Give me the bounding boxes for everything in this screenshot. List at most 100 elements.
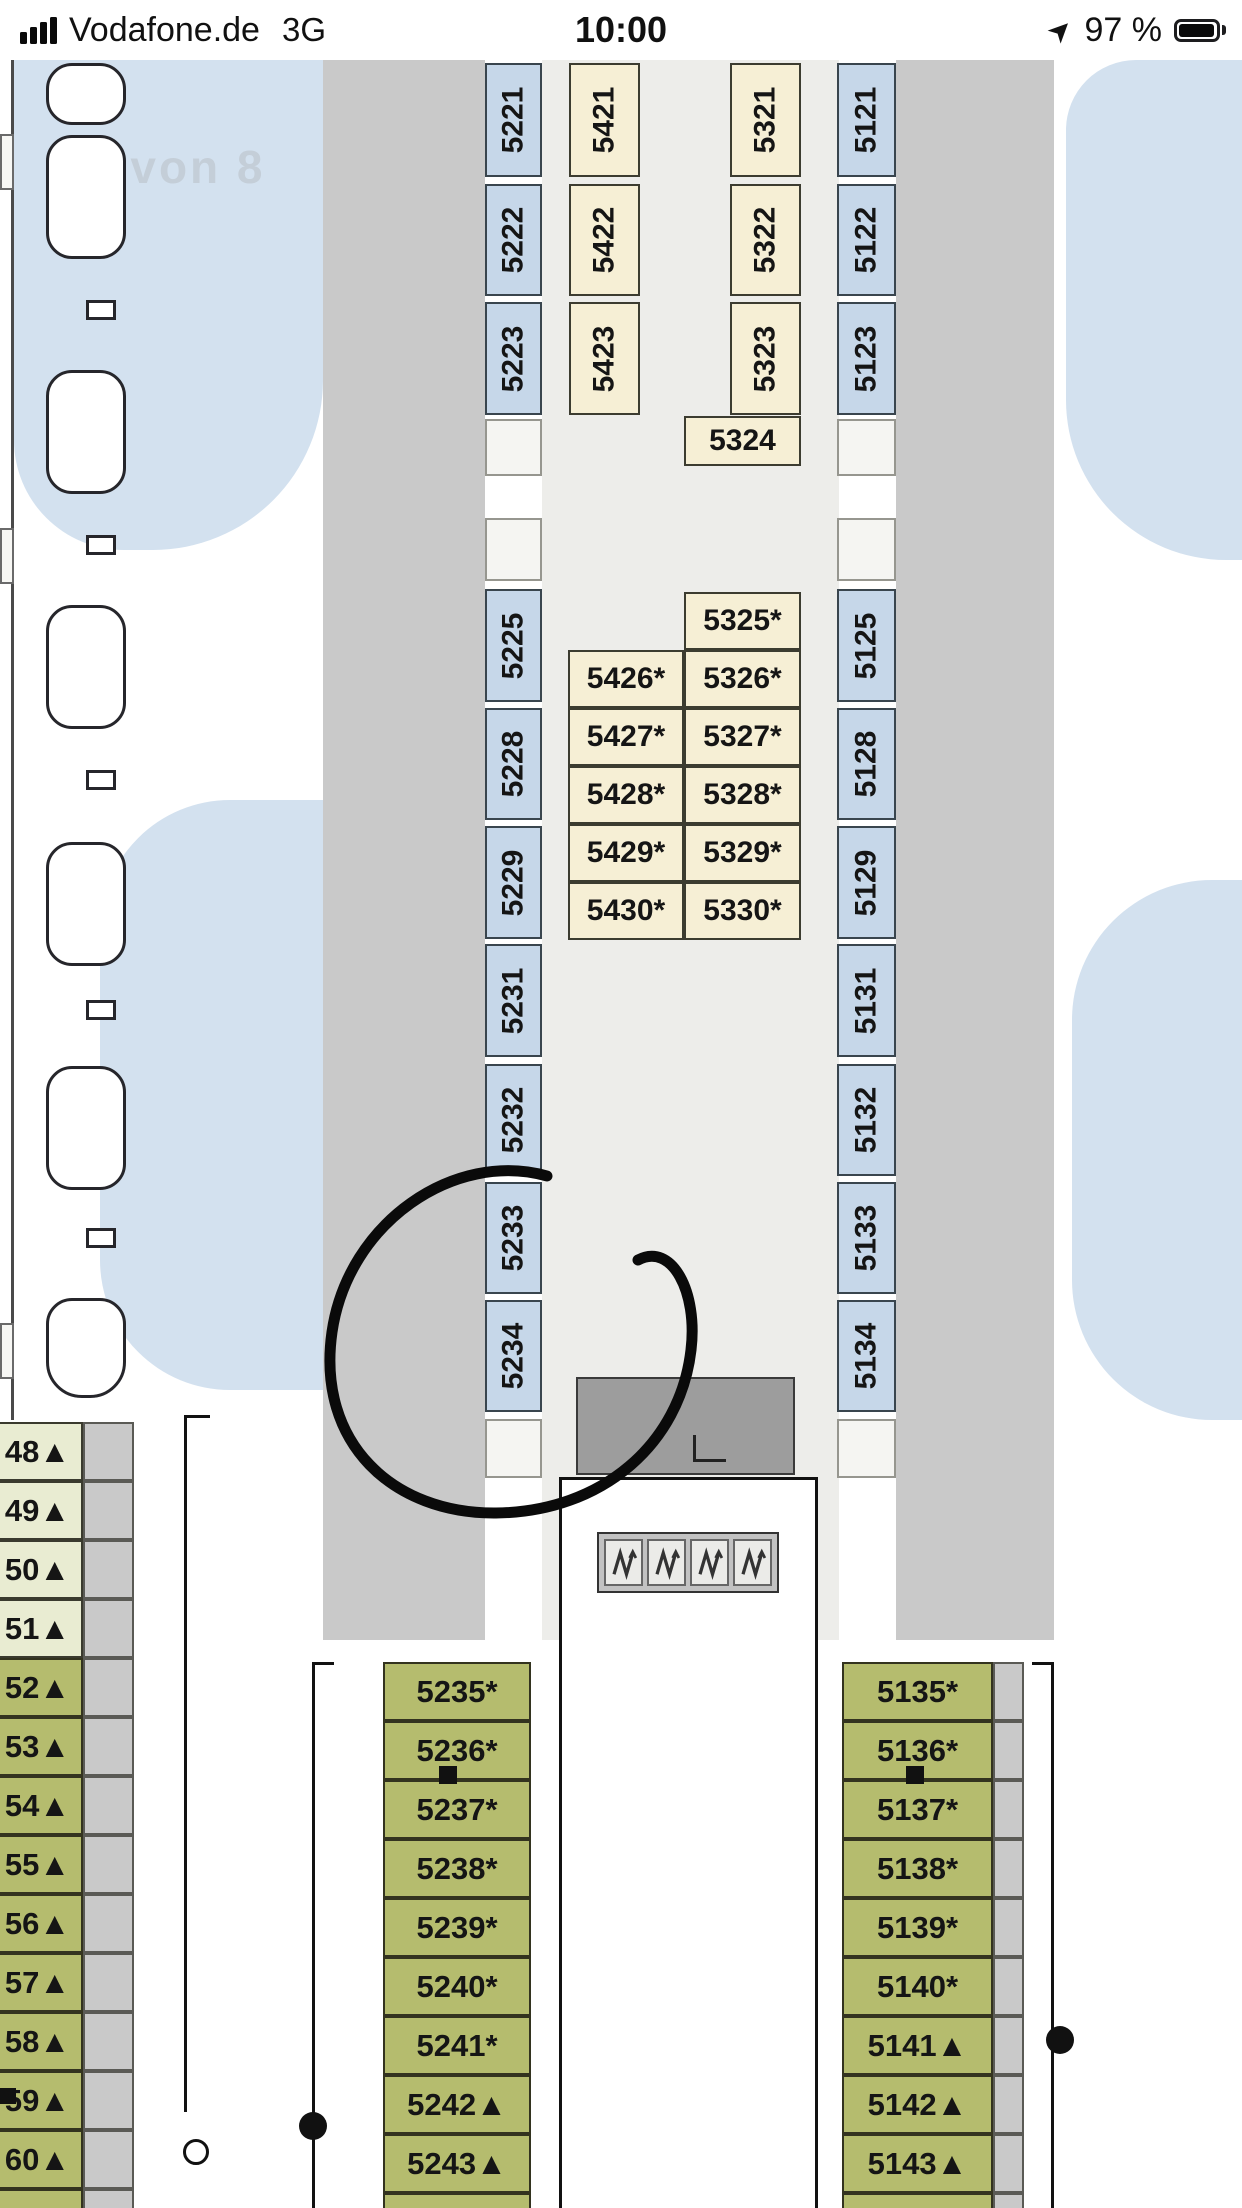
cabin-cell: 5238* (383, 1839, 531, 1898)
balcony-cell (83, 1481, 134, 1540)
cabin-number: 51▲ (4, 1610, 71, 1646)
cabin-number: 5235* (416, 1673, 498, 1709)
cabin-cell: 58▲ (0, 2012, 83, 2071)
cabin-cell: 5324 (684, 416, 801, 466)
walkway-band-port (323, 60, 485, 1640)
lifeboat (46, 63, 126, 125)
stairs-icon (647, 1539, 686, 1586)
cabin-cell: 5423 (569, 302, 640, 415)
cabin-cell: 5329* (684, 824, 801, 882)
davit-connector (86, 1000, 116, 1020)
balcony-cell (83, 1422, 134, 1481)
cabin-cell: 5427* (568, 708, 684, 766)
section-bracket (312, 1662, 334, 2208)
water-shape-mid-port (100, 800, 323, 1390)
cabin-number: 5236* (416, 1732, 498, 1768)
balcony-cell (83, 1953, 134, 2012)
cabin-number: 5428* (586, 778, 666, 811)
hull-tick-cell (0, 134, 14, 190)
cabin-cell: 5236* (383, 1721, 531, 1780)
cabin-cell: 5222 (485, 184, 542, 296)
cabin-number: 5330* (703, 894, 782, 927)
cabin-cell: 5321 (730, 63, 801, 177)
cabin-cell: 5327* (684, 708, 801, 766)
cabin-number: 5132 (849, 1086, 883, 1154)
cabin-number: 5243▲ (407, 2145, 507, 2181)
cabin-cell: 54▲ (0, 1776, 83, 1835)
section-bracket (184, 1415, 210, 2112)
cabin-number: 5427* (586, 720, 666, 753)
balcony-cell (83, 2012, 134, 2071)
cabin-number: ▲ (22, 2201, 53, 2208)
cabin-cell: 5421 (569, 63, 640, 177)
cabin-cell: 5233 (485, 1182, 542, 1294)
stairs-icon (604, 1539, 643, 1586)
cabin-cell: 5235* (383, 1662, 531, 1721)
cabin-cell: 55▲ (0, 1835, 83, 1894)
balcony-cell (993, 1780, 1024, 1839)
hull-line (11, 60, 14, 1420)
cabin-number: 5429* (586, 836, 666, 869)
cabin-cell: 5223 (485, 302, 542, 415)
section-bracket (1032, 1662, 1054, 2208)
cabin-number: 5326* (703, 662, 782, 695)
cabin-number: 5121 (849, 86, 883, 154)
cabin-cell: 50▲ (0, 1540, 83, 1599)
service-cell (837, 518, 896, 581)
cabin-number: 5240* (416, 1968, 498, 2004)
battery-icon (1174, 18, 1226, 42)
cabin-cell: 5128 (837, 708, 896, 820)
cabin-cell: 56▲ (0, 1894, 83, 1953)
cabin-number: 5430* (586, 894, 666, 927)
cabin-number: 5133 (849, 1204, 883, 1272)
cabin-cell: 5237* (383, 1780, 531, 1839)
elevator-block (576, 1377, 795, 1475)
lifeboat (46, 1066, 126, 1190)
cabin-number: 5128 (849, 730, 883, 798)
cabin-number: 5125 (849, 612, 883, 679)
cabin-cell: 49▲ (0, 1481, 83, 1540)
cabin-number: 48▲ (4, 1433, 71, 1469)
balcony-cell (993, 1957, 1024, 2016)
cabin-cell: 5221 (485, 63, 542, 177)
cabin-cell: 5134 (837, 1300, 896, 1412)
balcony-cell (993, 2134, 1024, 2193)
cabin-cell: 5228 (485, 708, 542, 820)
cabin-number: 5137* (876, 1791, 959, 1827)
cabin-number: 5423 (587, 325, 621, 392)
cabin-number: 5421 (587, 86, 621, 154)
cabin-cell: 5429* (568, 824, 684, 882)
cabin-number: 5143▲ (867, 2145, 968, 2181)
cabin-number: 49▲ (4, 1492, 71, 1528)
cabin-number: 5242▲ (407, 2086, 507, 2122)
signal-strength-icon (20, 16, 57, 44)
cabin-number: 5138* (876, 1850, 959, 1886)
network-type-label: 3G (281, 11, 326, 48)
cabin-cell: 5240* (383, 1957, 531, 2016)
cabin-number: 5323 (748, 325, 782, 392)
cabin-number: 5322 (748, 206, 782, 274)
cabin-cell: 5141▲ (842, 2016, 993, 2075)
service-cell (485, 1419, 542, 1478)
service-cell (837, 419, 896, 476)
cabin-cell: 5328* (684, 766, 801, 824)
cabin-number: 53▲ (4, 1728, 71, 1764)
cabin-cell: 5140* (842, 1957, 993, 2016)
balcony-cell (83, 1776, 134, 1835)
cabin-cell: 5244▲ (383, 2193, 531, 2208)
cabin-number: 5131 (849, 967, 883, 1034)
cabin-number: 5233 (496, 1204, 530, 1272)
cabin-cell: 5144▲ (842, 2193, 993, 2208)
lifeboat (46, 135, 126, 259)
cabin-cell: 5239* (383, 1898, 531, 1957)
cabin-number: 5426* (586, 662, 666, 695)
lifeboat (46, 370, 126, 494)
cabin-number: 5136* (876, 1732, 959, 1768)
cabin-cell: 5139* (842, 1898, 993, 1957)
cabin-cell: 5430* (568, 882, 684, 940)
cabin-cell: 5232 (485, 1064, 542, 1176)
cabin-number: 5221 (496, 86, 530, 154)
cabin-number: 5140* (876, 1968, 959, 2004)
walkway-band-starboard (896, 60, 1054, 1640)
